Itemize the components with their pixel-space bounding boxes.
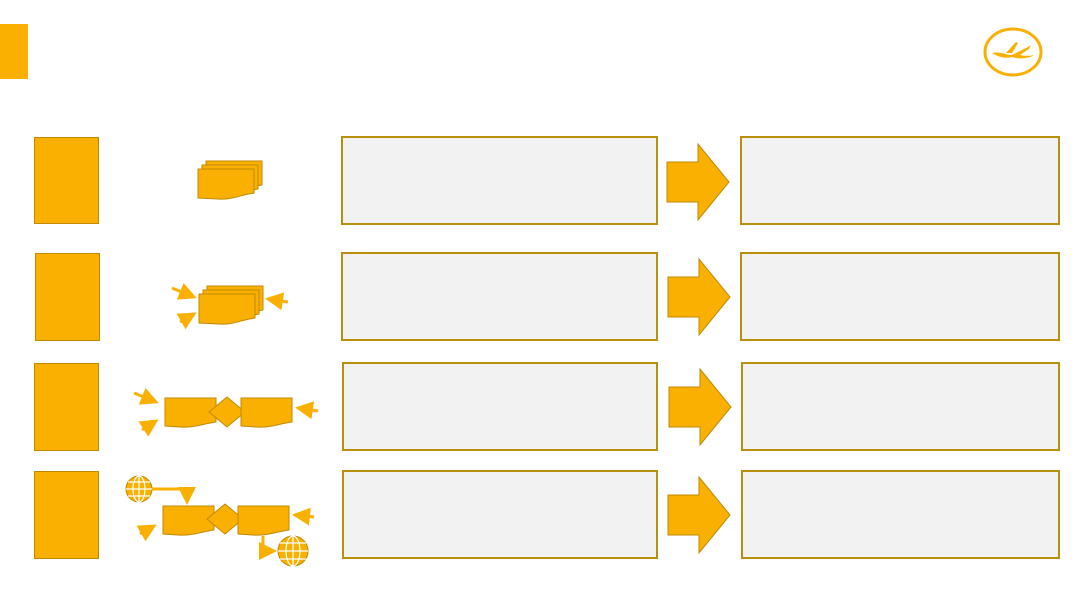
globe-icon <box>125 475 153 503</box>
row-1-current-box <box>341 136 658 225</box>
globe-icon <box>277 535 309 567</box>
row-4-arrow-icon <box>667 475 731 555</box>
stacked-documents-icon <box>197 160 263 200</box>
row-1-arrow-icon <box>666 142 730 222</box>
row-2-label <box>35 253 100 341</box>
row-4-current-box <box>342 470 658 559</box>
row-1-target-box <box>740 136 1060 225</box>
row-3-current-box <box>342 362 658 451</box>
row-3-label <box>34 363 99 451</box>
row-3-target-box <box>741 362 1060 451</box>
documents-with-inputs-icon <box>171 282 289 330</box>
row-2-arrow-icon <box>667 257 731 337</box>
row-1-label <box>34 137 99 224</box>
web-connected-decision-flow-icon <box>125 475 315 567</box>
row-2-current-box <box>341 252 658 341</box>
row-3-arrow-icon <box>668 367 732 447</box>
row-4-target-box <box>741 470 1060 559</box>
crane-logo-icon <box>983 27 1043 77</box>
title-accent-tab <box>0 24 28 79</box>
row-4-label <box>34 471 99 559</box>
documents-decision-flow-icon <box>133 388 319 436</box>
row-2-target-box <box>740 252 1060 341</box>
